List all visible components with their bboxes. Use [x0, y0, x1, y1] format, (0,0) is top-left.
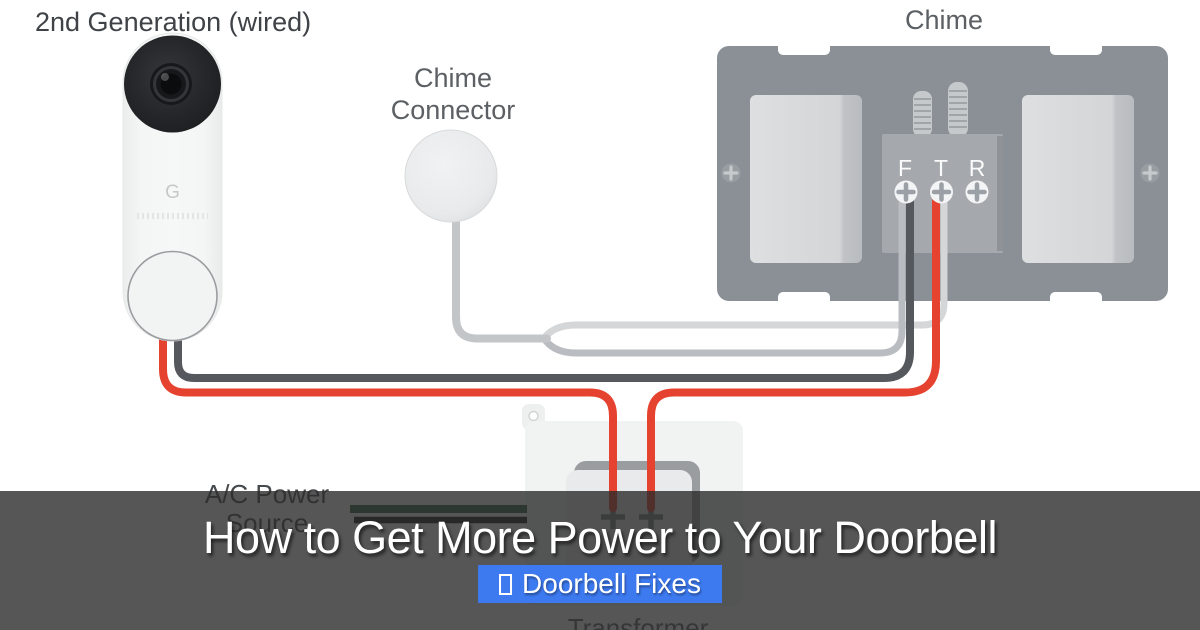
- chime-unit: F T R: [717, 37, 1168, 310]
- chime-side-screw-right: [1140, 163, 1160, 183]
- chime-terminal-screws: [894, 180, 989, 204]
- camera-lens: [160, 73, 182, 95]
- transformer-mount-hole: [528, 410, 539, 422]
- wire-white-chime-connector-to-t: [542, 199, 948, 340]
- badge-placeholder-icon: [499, 573, 513, 595]
- wire-red-transformer-to-t: [647, 197, 940, 512]
- chime-notch-bottom-left: [778, 292, 830, 310]
- terminal-label-t: T: [934, 155, 948, 181]
- chime-striker-post-right: [948, 82, 968, 137]
- page-title: How to Get More Power to Your Doorbell: [203, 512, 997, 563]
- chime-connector-label-line1: Chime: [414, 63, 492, 93]
- doorbell-camera: [124, 35, 221, 133]
- chime-cover-right: [1022, 95, 1134, 263]
- chime-terminal-block-edge: [997, 136, 1003, 251]
- chime-connector-label-line2: Connector: [391, 95, 516, 125]
- chime-notch-top-right: [1050, 37, 1102, 55]
- google-g-logo: G: [165, 182, 180, 203]
- chime-connector-puck: [404, 129, 498, 223]
- chime-cover-left: [750, 95, 862, 263]
- terminal-screw-f: [894, 180, 918, 204]
- wire-gray-chime-connector-to-f: [542, 199, 906, 357]
- doorbell-label: 2nd Generation (wired): [35, 7, 311, 37]
- chime-notch-bottom-right: [1050, 292, 1102, 310]
- doorbell-device: G: [122, 32, 223, 342]
- terminal-screw-r: [965, 180, 989, 204]
- wire-red-doorbell-to-transformer: [159, 332, 617, 512]
- wire-dark-doorbell-to-f: [174, 197, 914, 382]
- terminal-label-r: R: [969, 155, 986, 181]
- title-overlay-band: How to Get More Power to Your Doorbell D…: [0, 491, 1200, 630]
- chime-notch-top-left: [778, 37, 830, 55]
- category-badge: Doorbell Fixes: [478, 565, 722, 603]
- camera-lens-highlight: [161, 73, 169, 81]
- camera-lens-ring: [153, 66, 189, 102]
- chime-side-screw-left: [721, 163, 741, 183]
- terminal-screw-t: [930, 180, 953, 204]
- chime-striker-post-left: [913, 91, 932, 137]
- doorbell-button: [127, 250, 218, 342]
- chime-label: Chime: [905, 5, 983, 35]
- terminal-label-f: F: [898, 155, 912, 181]
- badge-label: Doorbell Fixes: [522, 568, 701, 599]
- wire-chime-connector-cable: [452, 210, 551, 343]
- wires: [159, 197, 948, 512]
